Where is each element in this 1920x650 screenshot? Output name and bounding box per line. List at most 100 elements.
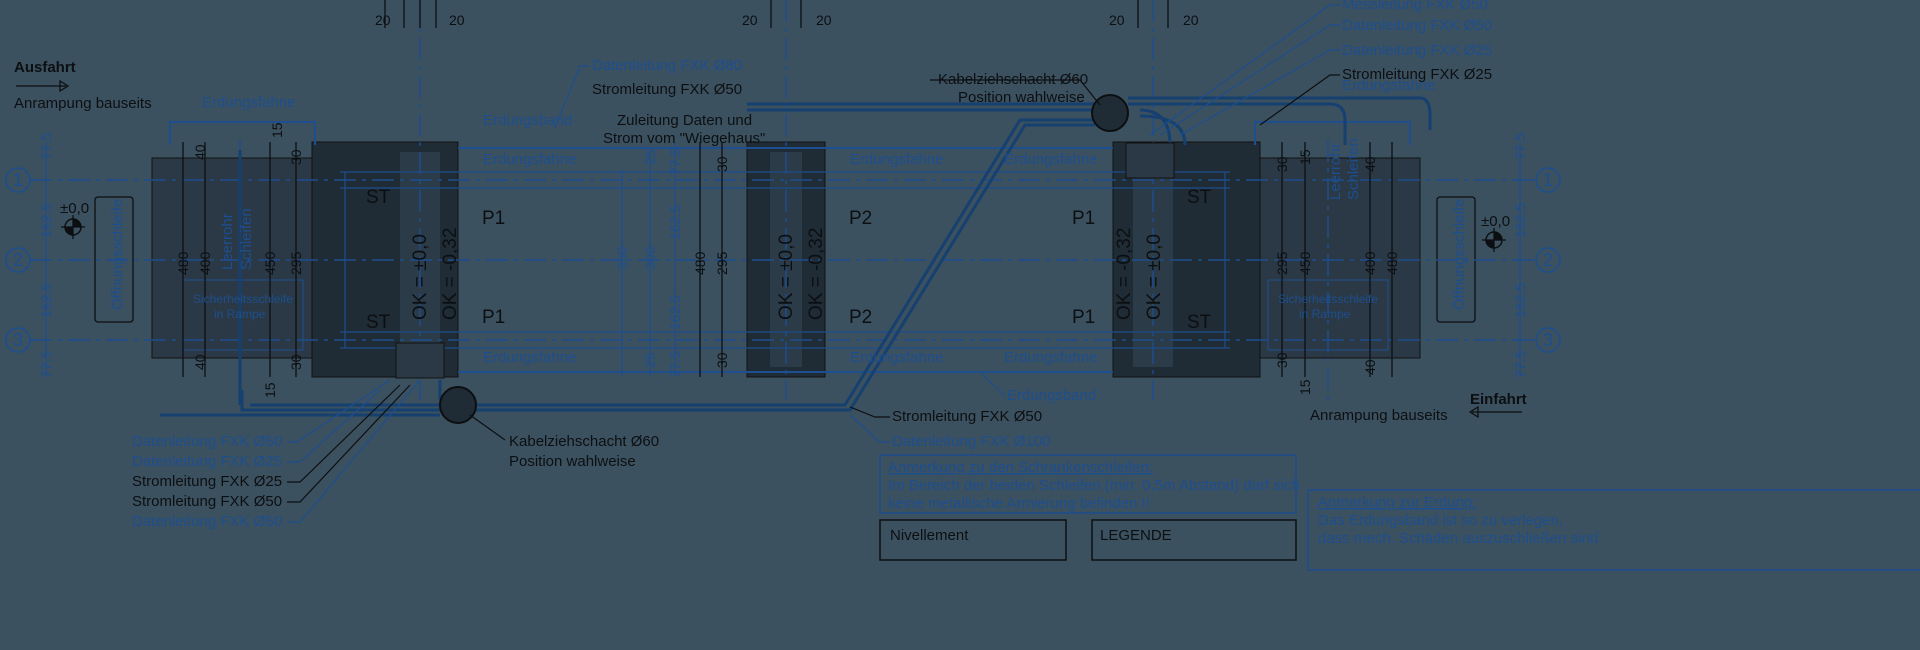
- dimension-label: 350: [614, 246, 630, 270]
- dimension-label: 162.5: [667, 295, 683, 330]
- axis-marker-2-left: [5, 247, 31, 273]
- dimension-label: 450: [1297, 251, 1313, 275]
- dimension-label: 15: [1297, 149, 1313, 165]
- dimension-label: 30: [714, 352, 730, 368]
- grounding-note-text: Das Erdungsband ist so zu verlegen,: [1318, 512, 1563, 529]
- loop-note-box: [879, 454, 1297, 514]
- opening-loop-label: Öffnungsschleife: [1450, 199, 1468, 310]
- dimension-label: 162.5: [667, 205, 683, 240]
- entry-label: Einfahrt: [1470, 391, 1527, 408]
- exit-arrow-icon: [16, 79, 70, 93]
- right-ramp: [1259, 157, 1421, 359]
- dimension-label: 20: [1183, 12, 1199, 28]
- conduit-loop-label: Schleifen: [1345, 138, 1362, 200]
- grounding-flag-label: Erdungsfahne: [1004, 151, 1097, 168]
- dimension-lines: [182, 142, 1393, 377]
- ok-level-label: OK = ±0,0: [776, 234, 797, 320]
- dimension-label: 295: [714, 251, 730, 275]
- dimension-label: 40: [192, 144, 208, 160]
- conduit-label: Datenleitung FXK Ø50: [1342, 17, 1492, 34]
- dimension-label: 480: [1384, 251, 1400, 275]
- grounding-strap-label: Erdungsband: [1007, 387, 1096, 404]
- conduit-label: Stromleitung FXK Ø50: [592, 81, 742, 98]
- dimension-label: 30: [288, 354, 304, 370]
- loop-rails: [340, 171, 1230, 349]
- grounding-flag-label: Erdungsfahne: [850, 151, 943, 168]
- dimension-label: 77.5: [667, 351, 683, 378]
- top-dimension-lines: [384, 0, 1169, 28]
- point-p2-label: P2: [849, 307, 872, 328]
- dimension-label: 400: [197, 251, 213, 275]
- conduit-label: Stromleitung FXK Ø50: [892, 408, 1042, 425]
- dimension-label: 480: [692, 251, 708, 275]
- dimension-label: 15: [269, 122, 285, 138]
- conduit-label: Stromleitung FXK Ø25: [1342, 66, 1492, 83]
- left-ramp: [151, 157, 313, 359]
- opening-loop-label: Öffnungsschleife: [108, 199, 126, 310]
- ramp-label-left: Anrampung bauseits: [14, 95, 152, 112]
- point-p2-label: P2: [849, 208, 872, 229]
- dimension-lines-blue: [45, 142, 1521, 377]
- leader-lines-blue: [287, 4, 1340, 523]
- manhole-left: [439, 386, 477, 424]
- axis-marker-2-right: [1535, 247, 1561, 273]
- dimension-label: 40: [1362, 156, 1378, 172]
- dimension-label: 20: [816, 12, 832, 28]
- conduit-label: Messleitung FXK Ø50: [1342, 0, 1488, 13]
- conduit-loop-label: Schleifen: [238, 208, 255, 270]
- ok-level-label: OK = -0,32: [1114, 228, 1135, 320]
- grounding-flag-label: Erdungsfahne: [1004, 349, 1097, 366]
- entry-arrow-icon: [1468, 405, 1522, 419]
- axis-label: 2: [13, 250, 23, 270]
- dimension-label: 20: [742, 12, 758, 28]
- conduit-label: Stromleitung FXK Ø50: [132, 493, 282, 510]
- leader-lines-black: [287, 74, 1340, 503]
- dimension-label: 30: [1274, 352, 1290, 368]
- ok-level-label: OK = -0,32: [806, 228, 827, 320]
- manhole-label: Position wahlweise: [958, 89, 1085, 106]
- safety-loop-label: in Rampe: [1299, 307, 1351, 321]
- dimension-label: 30: [1274, 156, 1290, 172]
- junction-box-right: [1125, 142, 1175, 179]
- ok-level-label: OK = ±0,0: [410, 234, 431, 320]
- dimension-label: 162.5: [1512, 203, 1528, 238]
- safety-loop-label: Sicherheitsschleife: [193, 292, 293, 306]
- st-label: ST: [366, 312, 391, 333]
- grounding-flag-label: Erdungsfahne: [1342, 77, 1435, 94]
- opening-loop-left: [94, 196, 134, 323]
- dimension-label: 20: [1109, 12, 1125, 28]
- grounding-flag-label: Erdungsfahne: [202, 94, 295, 111]
- feed-label: Zuleitung Daten und: [617, 112, 752, 129]
- level-marker-icon: [1482, 228, 1506, 252]
- conduit-bundle: [160, 96, 1432, 417]
- grounding-note-box: [1307, 489, 1920, 571]
- grounding-flag-label: Erdungsfahne: [483, 151, 576, 168]
- axis-label: 1: [13, 170, 23, 190]
- level-zero-left: ±0,0: [60, 200, 89, 217]
- point-p1-label: P1: [482, 307, 505, 328]
- dimension-label: 40: [1362, 359, 1378, 375]
- conduit-loop-label: Leerrohr: [219, 213, 236, 270]
- axis-label: 3: [13, 330, 23, 350]
- level-box: [879, 519, 1067, 561]
- conduit-label: Datenleitung FXK Ø80: [592, 57, 742, 74]
- axis-label: 3: [1543, 330, 1553, 350]
- dimension-label: 77.5: [38, 351, 54, 378]
- ok-level-label: OK = ±0,0: [1144, 234, 1165, 320]
- grounding-note-text: dass mech. Schäden auszuschließen sind: [1318, 530, 1598, 547]
- conduit-label: Datenleitung FXK Ø25: [1342, 42, 1492, 59]
- dimension-label: 77.5: [667, 148, 683, 175]
- manhole-label: Kabelziehschacht Ø60: [509, 433, 659, 450]
- conduit-loop-label: Leerrohr: [1327, 143, 1344, 200]
- level-box-title: Nivellement: [890, 527, 969, 544]
- dimension-label: 295: [1274, 251, 1290, 275]
- loop-note-text: Im Bereich der beiden Schleifen (min. 0,…: [888, 477, 1300, 494]
- junction-box-left: [395, 342, 445, 379]
- dimension-label: 162.5: [38, 203, 54, 238]
- dimension-label: 162.5: [1512, 283, 1528, 318]
- dimension-label: 480: [175, 251, 191, 275]
- conduit-label: Datenleitung FXK Ø50: [132, 433, 282, 450]
- dimension-label: 30: [288, 149, 304, 165]
- st-label: ST: [1187, 312, 1212, 333]
